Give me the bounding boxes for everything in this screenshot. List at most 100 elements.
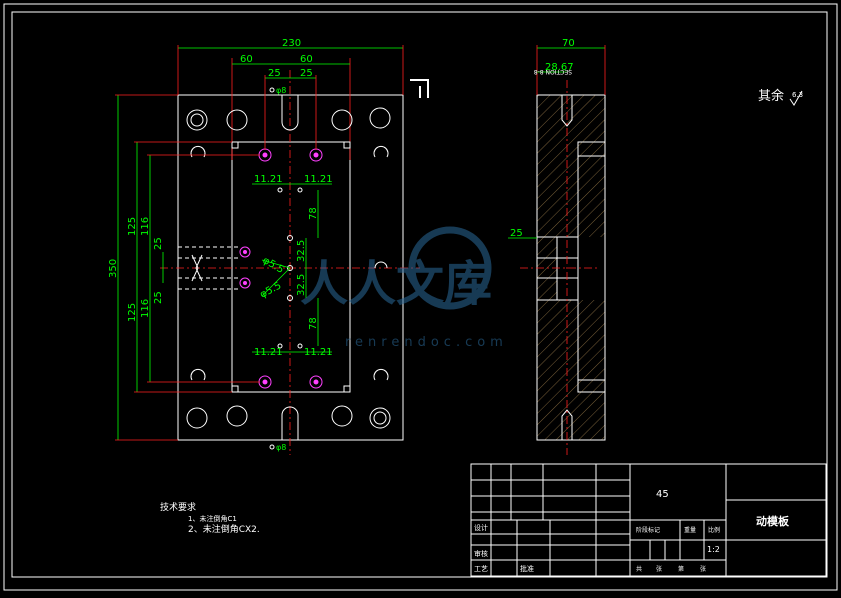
ejector-hole (287, 295, 293, 301)
dim-text: 25 (153, 237, 164, 250)
side-pocket (191, 254, 203, 282)
guide-hole (369, 107, 391, 129)
section-outline (536, 94, 606, 441)
dim-text: φ5.5 (261, 255, 286, 276)
plate-outline (177, 94, 404, 441)
screw-hole (190, 145, 206, 158)
section-hatch-lower (537, 300, 605, 440)
tech-item-2: 2、未注倒角CX2. (188, 523, 260, 535)
sprue-slot-top (281, 95, 299, 131)
dim-text: 125 (127, 303, 138, 322)
cavity-insert (231, 141, 351, 393)
pin-hole (239, 246, 251, 258)
title-block: 45 动模板 设计 审核 工艺 批准 阶段标记 重量 比例 1:2 共 张 第 … (470, 463, 827, 577)
tb-designer: 设计 (474, 523, 488, 532)
front-view (160, 58, 429, 455)
ejector-hole (297, 343, 303, 349)
ejector-hole (277, 187, 283, 193)
tech-requirements: 技术要求 1、未注倒角C1 2、未注倒角CX2. (160, 501, 260, 535)
dim-text: 25 (510, 228, 523, 239)
pin-hole (313, 152, 319, 158)
tb-sheet: 张 (656, 565, 662, 573)
tb-material: 45 (656, 489, 669, 500)
insert-corner (231, 385, 239, 393)
screw-hole (374, 261, 388, 269)
insert-corner (231, 141, 239, 149)
dim-text: 125 (127, 217, 138, 236)
section-hatch-mid (537, 237, 557, 300)
watermark-text: 人人文库 (300, 256, 492, 312)
section-view: 70 28.67 SECTION 8-8 25 (508, 38, 606, 455)
ejector-hole (297, 187, 303, 193)
section-hatch-upper (537, 95, 605, 237)
ejector-hole (269, 444, 275, 450)
tb-stage-mark: 阶段标记 (636, 526, 660, 534)
guide-hole (186, 109, 208, 131)
section-label: SECTION 8-8 (534, 68, 572, 75)
tb-weight: 重量 (684, 526, 696, 534)
dim-text: φ8 (276, 443, 286, 452)
dim-text: 78 (308, 207, 319, 220)
ejector-hole (287, 265, 293, 271)
dim-text: 25 (300, 68, 313, 79)
tb-total: 共 (636, 565, 642, 573)
ejector-hole (269, 87, 275, 93)
guide-hole (331, 109, 353, 131)
outer-border (3, 3, 838, 591)
watermark-logo (408, 226, 492, 310)
pin-hole (243, 281, 247, 285)
guide-hole (186, 407, 208, 429)
direction-mark (410, 79, 429, 98)
dim-text: 116 (140, 299, 151, 318)
screw-hole (373, 368, 389, 381)
guide-hole (226, 109, 248, 131)
dim-text: 32.5 (296, 274, 307, 296)
roughness-note: 其余 6.3 (758, 88, 803, 106)
dim-text: 60 (240, 54, 253, 65)
ejector-hole (277, 343, 283, 349)
tb-process: 工艺 (474, 565, 488, 573)
inner-border (11, 11, 828, 578)
dim-text: 70 (562, 38, 575, 49)
sprue-slot-bottom (281, 406, 299, 440)
tb-part-name: 动模板 (756, 514, 790, 528)
screw-hole (190, 368, 206, 381)
leader-line (261, 267, 291, 297)
roughness-value: 6.3 (792, 91, 803, 99)
dim-text: 78 (308, 317, 319, 330)
insert-corner (343, 385, 351, 393)
dim-text: 60 (300, 54, 313, 65)
dim-text: φ5.5 (258, 280, 283, 300)
guide-hole (373, 411, 387, 425)
tb-scale-value: 1:2 (707, 545, 720, 554)
dim-text: 350 (108, 259, 119, 278)
pin-hole (309, 375, 323, 389)
leader-line (261, 259, 291, 269)
watermark-url: renrendoc.com (345, 335, 508, 350)
section-slot-top (561, 95, 573, 127)
dim-text: 32.5 (296, 240, 307, 262)
tb-checker: 审核 (474, 549, 488, 558)
tb-scale: 比例 (708, 526, 720, 534)
guide-hole (190, 113, 204, 127)
guide-hole (226, 405, 248, 427)
insert-corner (343, 141, 351, 149)
dim-text: 25 (153, 291, 164, 304)
pin-hole (313, 379, 319, 385)
screw-hole (373, 145, 389, 158)
roughness-symbol (789, 90, 803, 106)
dim-text: 11.21 (254, 174, 283, 185)
dim-text: 11.21 (304, 174, 333, 185)
section-slot-bottom (561, 409, 573, 440)
section-pocket-mid (556, 236, 579, 301)
tb-approve: 批准 (520, 564, 534, 573)
tb-sheet-2: 张 (700, 565, 706, 573)
tech-item-1: 1、未注倒角C1 (188, 514, 237, 523)
pin-hole (262, 379, 268, 385)
tb-nth: 第 (678, 565, 684, 573)
section-pocket (577, 141, 606, 157)
dim-text: 116 (140, 217, 151, 236)
guide-hole (369, 407, 391, 429)
